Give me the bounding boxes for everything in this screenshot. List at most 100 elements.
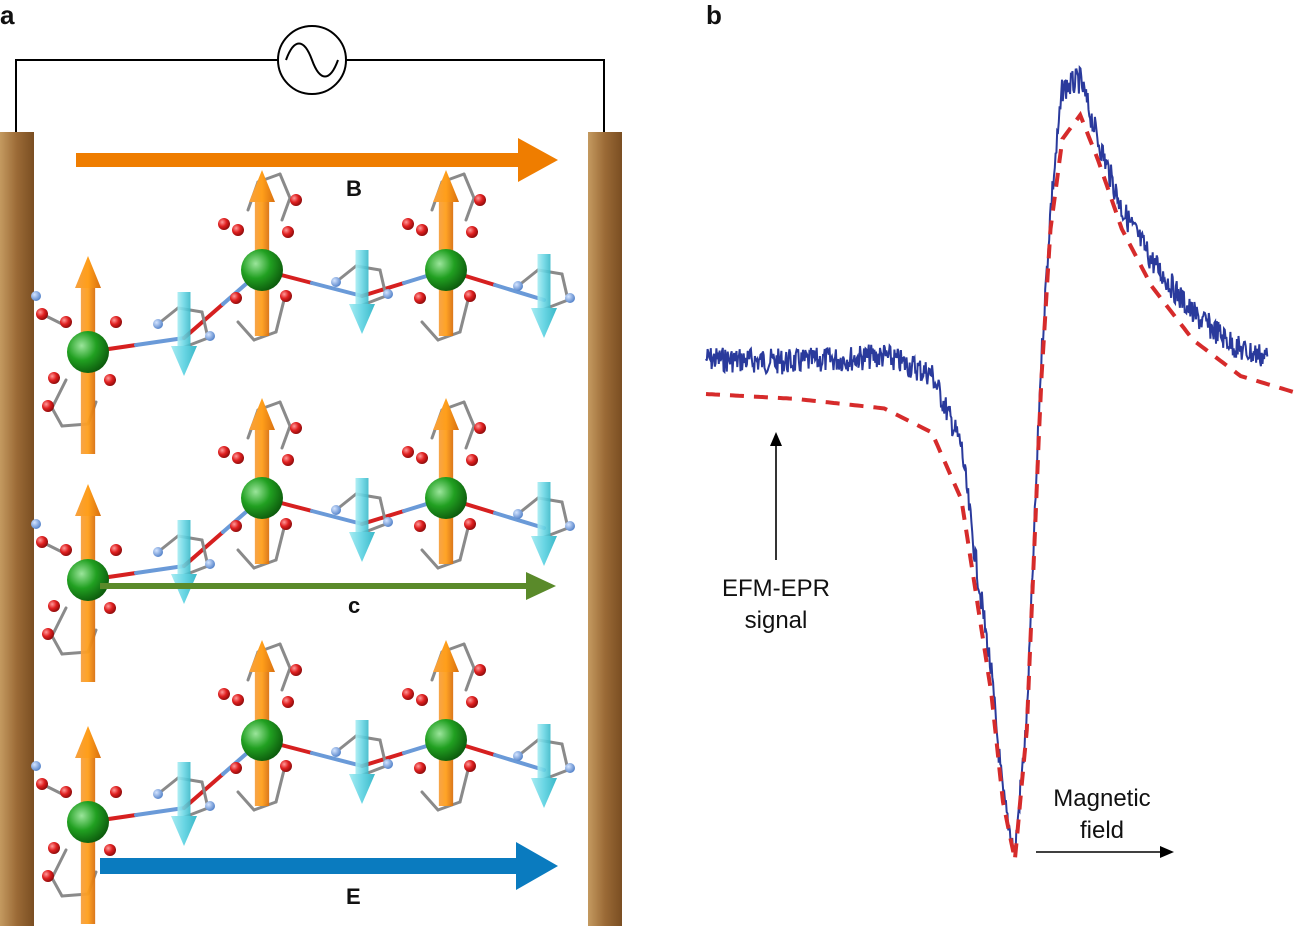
oxygen-atom — [60, 786, 72, 798]
oxygen-atom — [60, 544, 72, 556]
circuit-wire-right — [346, 59, 605, 132]
signal-axis-arrow — [770, 432, 782, 560]
nitrogen-atom — [205, 801, 215, 811]
oxygen-atom — [290, 194, 302, 206]
bond — [462, 172, 476, 200]
c-axis-label: c — [348, 593, 360, 618]
bond — [280, 196, 292, 222]
bond — [458, 526, 470, 562]
field-axis-arrow — [1036, 846, 1174, 858]
oxygen-atom — [402, 218, 414, 230]
left-electrode — [0, 132, 34, 926]
oxygen-atom — [466, 226, 478, 238]
oxygen-atom — [290, 422, 302, 434]
bond — [50, 406, 64, 428]
epr-fit-line — [705, 110, 1301, 861]
oxygen-atom — [280, 760, 292, 772]
bond — [280, 424, 292, 450]
bond — [236, 790, 256, 812]
oxygen-atom — [104, 374, 116, 386]
nitrogen-atom — [31, 761, 41, 771]
oxygen-atom — [402, 688, 414, 700]
oxygen-atom — [36, 778, 48, 790]
spin-down-arrow — [537, 482, 551, 540]
oxygen-atom — [218, 446, 230, 458]
metal-atom — [425, 719, 467, 761]
spin-down-arrowhead — [531, 536, 557, 566]
spin-down-arrowhead — [171, 816, 197, 846]
spin-down-arrow — [177, 292, 191, 350]
oxygen-atom — [466, 696, 478, 708]
oxygen-atom — [416, 694, 428, 706]
bond — [50, 876, 64, 898]
nitrogen-atom — [383, 759, 393, 769]
ac-source-icon — [277, 25, 347, 95]
bond — [420, 548, 440, 570]
spin-down-arrowhead — [531, 308, 557, 338]
nitrogen-atom — [565, 521, 575, 531]
spin-up-arrowhead — [433, 170, 459, 202]
oxygen-atom — [36, 308, 48, 320]
bond — [134, 336, 186, 347]
oxygen-atom — [414, 520, 426, 532]
spin-down-arrow — [177, 762, 191, 820]
oxygen-atom — [110, 316, 122, 328]
circuit-wire — [15, 59, 278, 132]
spin-down-arrowhead — [171, 346, 197, 376]
metal-atom — [425, 249, 467, 291]
epr-plot — [705, 65, 1301, 861]
E-field-label: E — [346, 884, 361, 909]
bond — [493, 753, 546, 772]
bond — [458, 298, 470, 334]
oxygen-atom — [232, 694, 244, 706]
spin-up-arrowhead — [249, 398, 275, 430]
panel-a-letter: a — [0, 0, 15, 30]
metal-atom — [241, 719, 283, 761]
oxygen-atom — [414, 762, 426, 774]
nitrogen-atom — [31, 519, 41, 529]
oxygen-atom — [48, 600, 60, 612]
panel-b-letter: b — [706, 0, 722, 30]
bond — [310, 509, 364, 526]
bond — [278, 172, 292, 200]
bond — [236, 548, 256, 570]
oxygen-atom — [474, 422, 486, 434]
oxygen-atom — [282, 696, 294, 708]
oxygen-atom — [464, 518, 476, 530]
oxygen-atom — [218, 218, 230, 230]
bond — [310, 281, 364, 298]
spin-up-arrowhead — [75, 726, 101, 758]
nitrogen-atom — [153, 547, 163, 557]
nitrogen-atom — [205, 331, 215, 341]
epr-data-line — [705, 65, 1269, 855]
nitrogen-atom — [31, 291, 41, 301]
metal-atom — [241, 477, 283, 519]
oxygen-atom — [60, 316, 72, 328]
bond — [493, 283, 546, 302]
spin-up-arrowhead — [75, 256, 101, 288]
field-label-line2: field — [1080, 817, 1124, 844]
oxygen-atom — [42, 400, 54, 412]
nitrogen-atom — [513, 509, 523, 519]
bond — [274, 298, 286, 334]
nitrogen-atom — [153, 319, 163, 329]
spin-down-arrow — [537, 254, 551, 312]
nitrogen-atom — [513, 751, 523, 761]
oxygen-atom — [110, 786, 122, 798]
bond — [50, 848, 68, 880]
bond — [462, 400, 476, 428]
oxygen-atom — [474, 194, 486, 206]
oxygen-atom — [280, 518, 292, 530]
spin-down-arrow — [355, 478, 369, 536]
oxygen-atom — [42, 628, 54, 640]
spin-down-arrow — [537, 724, 551, 782]
oxygen-atom — [464, 760, 476, 772]
signal-label-line2: signal — [745, 607, 808, 634]
oxygen-atom — [110, 544, 122, 556]
spin-down-arrowhead — [349, 304, 375, 334]
bond — [134, 564, 186, 575]
spin-down-arrowhead — [349, 774, 375, 804]
spin-down-arrow — [355, 720, 369, 778]
signal-label-line1: EFM-EPR — [722, 575, 830, 602]
